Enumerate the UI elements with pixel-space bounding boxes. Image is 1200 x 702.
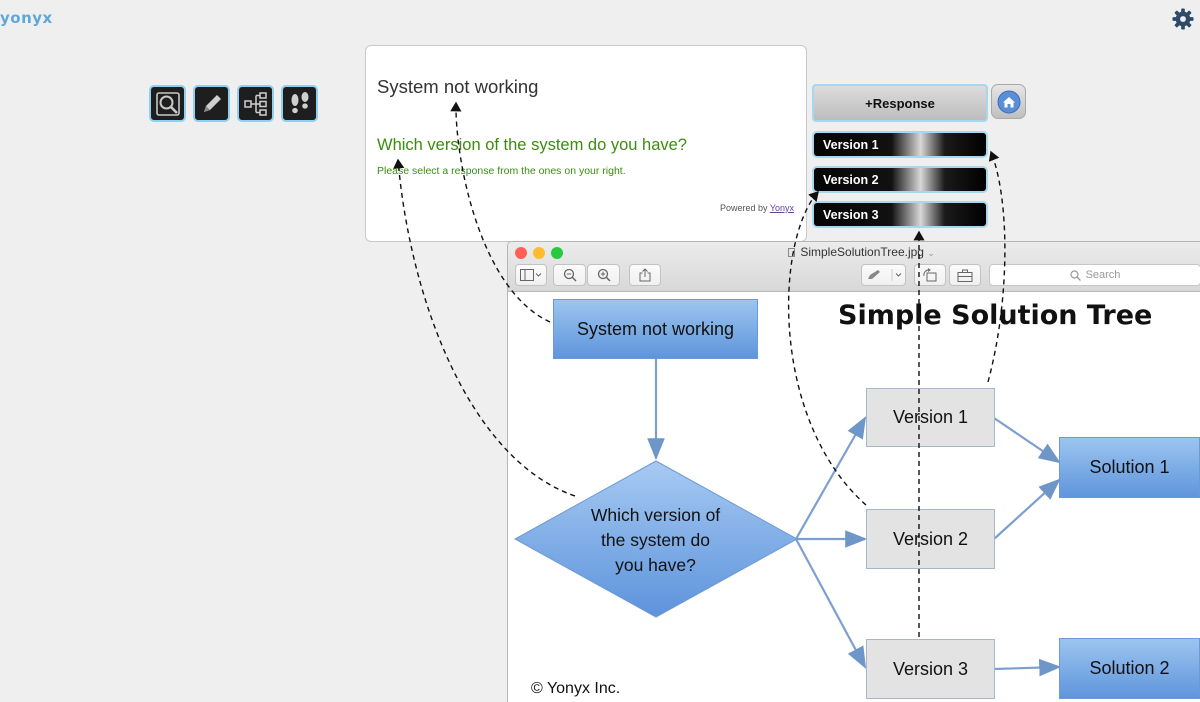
powered-by-label: Powered by <box>719 203 768 213</box>
home-button[interactable] <box>991 84 1026 119</box>
close-window-button[interactable] <box>515 247 527 259</box>
markup-pen-icon <box>867 269 901 281</box>
question-hint: Please select a response from the ones o… <box>377 165 626 177</box>
question-card: System not working Which version of the … <box>365 45 807 242</box>
edit-tool-button[interactable] <box>193 85 230 122</box>
footsteps-tool-button[interactable] <box>281 85 318 122</box>
tree-icon <box>243 91 267 116</box>
response-version-1[interactable]: Version 1 <box>812 131 988 158</box>
tree-tool-button[interactable] <box>237 85 274 122</box>
copyright-text: © Yonyx Inc. <box>531 680 621 697</box>
search-field[interactable]: Search <box>989 264 1200 286</box>
share-icon <box>639 268 651 282</box>
gear-icon[interactable] <box>1172 8 1194 30</box>
solution-1-node: Solution 1 <box>1059 437 1200 498</box>
sidebar-toggle-button[interactable] <box>515 264 547 286</box>
chevron-down-icon[interactable]: ⌄ <box>927 248 935 258</box>
version-1-node: Version 1 <box>866 388 995 447</box>
add-response-button[interactable]: +Response <box>812 84 988 122</box>
share-button[interactable] <box>629 264 661 286</box>
magnifier-icon <box>155 91 180 116</box>
zoom-window-button[interactable] <box>551 247 563 259</box>
solution-tree-image: Simple Solution Tree System not working … <box>508 292 1200 702</box>
question-title: System not working <box>377 76 539 97</box>
preview-window: SimpleSolutionTree.jpg ⌄ <box>507 241 1200 702</box>
version-3-node: Version 3 <box>866 639 995 699</box>
preview-titlebar: SimpleSolutionTree.jpg ⌄ <box>508 242 1200 292</box>
solution-2-node: Solution 2 <box>1059 638 1200 699</box>
rotate-button[interactable] <box>914 264 946 286</box>
preview-filename-group: SimpleSolutionTree.jpg ⌄ <box>788 245 935 259</box>
zoom-out-button[interactable] <box>553 264 586 286</box>
toolbox-icon <box>957 269 973 282</box>
sidebar-icon <box>520 269 542 281</box>
zoom-in-button[interactable] <box>587 264 620 286</box>
tree-connectors <box>513 358 1062 677</box>
preview-filename[interactable]: SimpleSolutionTree.jpg <box>800 245 924 259</box>
home-icon <box>997 90 1020 113</box>
minimize-window-button[interactable] <box>533 247 545 259</box>
powered-by: Powered by Yonyx <box>720 203 794 213</box>
tool-bar <box>149 85 318 122</box>
question-prompt: Which version of the system do you have? <box>377 136 687 154</box>
search-tool-button[interactable] <box>149 85 186 122</box>
markup-button[interactable] <box>861 264 906 286</box>
yonyx-logo[interactable]: yonyx <box>0 9 53 27</box>
response-version-2[interactable]: Version 2 <box>812 166 988 193</box>
response-version-3[interactable]: Version 3 <box>812 201 988 228</box>
yonyx-link[interactable]: Yonyx <box>769 203 794 213</box>
image-file-icon <box>788 248 795 257</box>
root-node: System not working <box>553 299 758 359</box>
search-icon <box>1069 269 1081 281</box>
zoom-in-icon <box>597 268 611 282</box>
version-2-node: Version 2 <box>866 509 995 569</box>
pencil-icon <box>203 94 221 112</box>
toolbox-button[interactable] <box>949 264 981 286</box>
tree-title: Simple Solution Tree <box>838 300 1153 331</box>
rotate-icon <box>923 268 937 282</box>
zoom-out-icon <box>563 268 577 282</box>
decision-node-text: Which version of the system do you have? <box>590 505 721 575</box>
footsteps-icon <box>291 91 308 113</box>
decision-diamond <box>513 460 799 618</box>
search-placeholder: Search <box>1085 269 1121 281</box>
